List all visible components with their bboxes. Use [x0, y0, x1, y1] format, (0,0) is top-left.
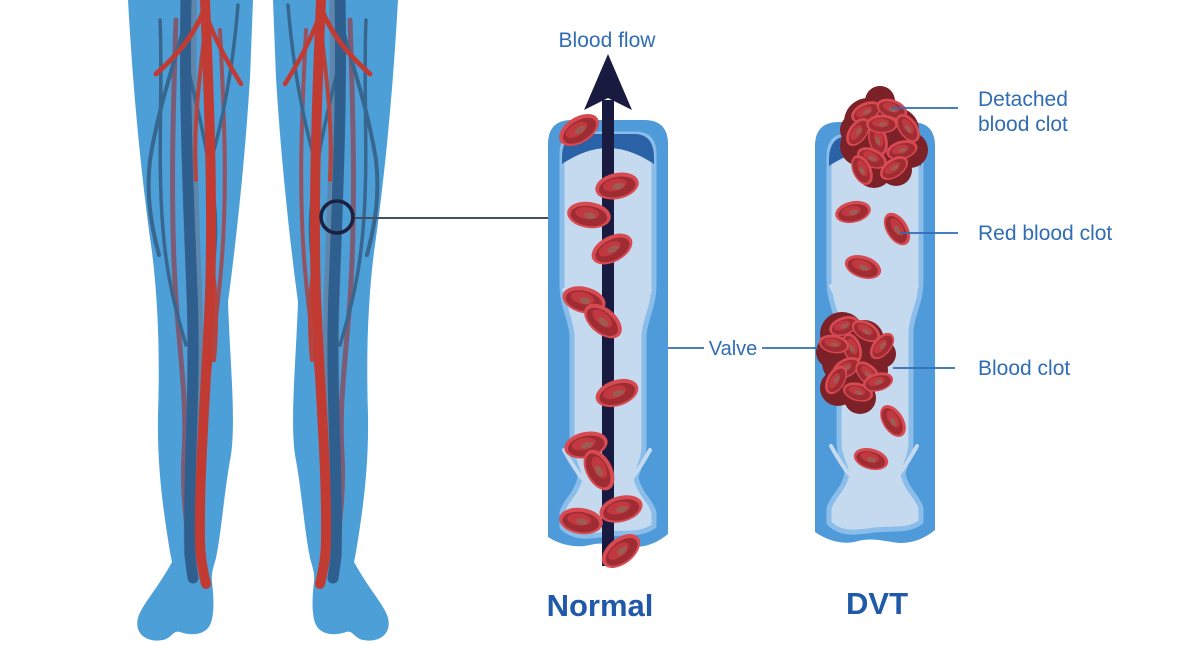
blood-flow-label: Blood flow — [559, 29, 657, 52]
legs-illustration — [128, 0, 398, 641]
blood-clot — [816, 312, 899, 414]
valve-cusp — [630, 448, 652, 480]
right-leg — [273, 0, 398, 641]
valve-label: Valve — [709, 338, 758, 360]
valve-cusp — [562, 448, 584, 480]
normal-title: Normal — [547, 588, 654, 623]
red-blood-cell — [866, 114, 898, 134]
detached-clot-label-line1: Detached — [978, 88, 1068, 111]
detached-blood-clot — [840, 86, 928, 189]
detached-clot-label-line2: blood clot — [978, 113, 1068, 136]
dvt-title: DVT — [846, 586, 908, 621]
left-leg — [128, 0, 253, 641]
blood-clot-label: Blood clot — [978, 357, 1070, 380]
red-blood-clot-label: Red blood clot — [978, 222, 1112, 245]
valve-cusp — [628, 288, 652, 326]
valve-cusp — [897, 444, 919, 476]
valve-cusp — [897, 284, 919, 320]
valve-cusp — [829, 444, 851, 476]
magnifier-circle-icon — [319, 199, 355, 235]
